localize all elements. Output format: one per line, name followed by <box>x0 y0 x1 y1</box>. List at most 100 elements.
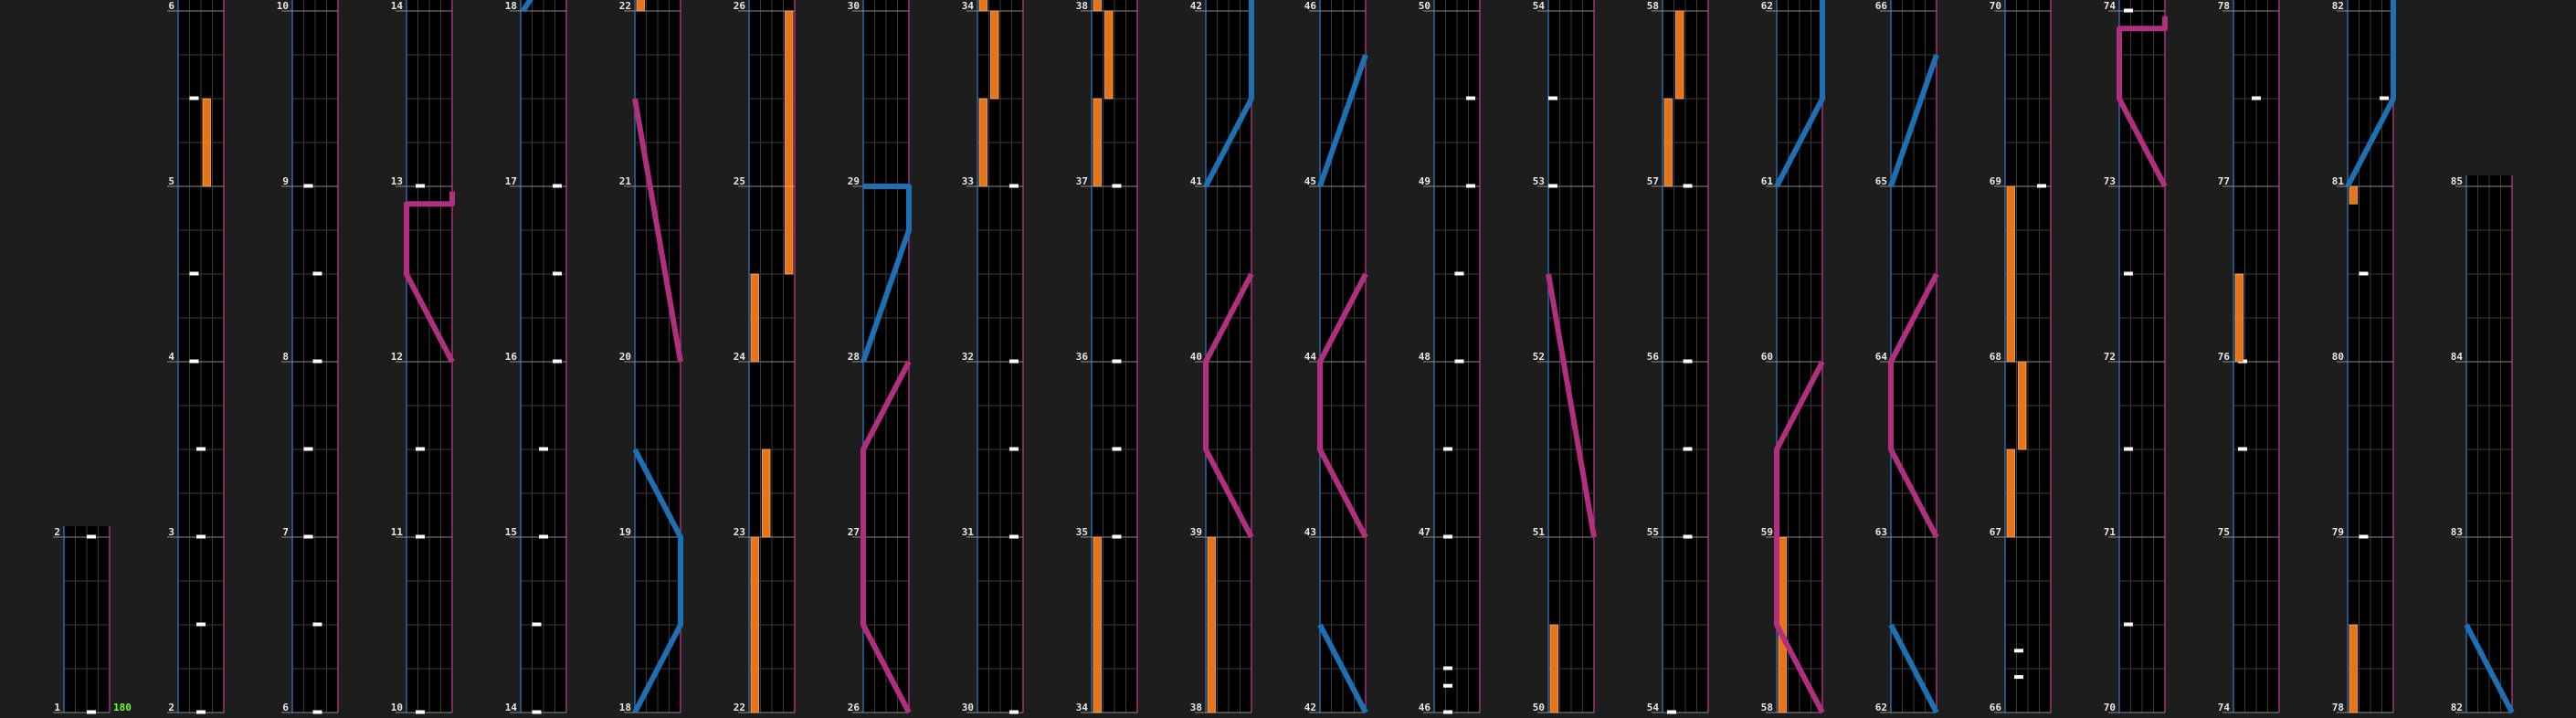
measure-number: 65 <box>1875 175 1887 187</box>
tap-note <box>2124 622 2133 627</box>
measure-number: 82 <box>2332 0 2344 12</box>
tap-note <box>1466 184 1475 188</box>
tap-note <box>2380 96 2389 100</box>
measure-number: 81 <box>2332 175 2345 187</box>
measure-number: 60 <box>1761 351 1773 363</box>
measure-number: 24 <box>734 351 746 363</box>
measure-number: 74 <box>2218 702 2231 713</box>
hold-note <box>1675 10 1684 100</box>
measure-number: 35 <box>1076 526 1088 538</box>
measure-number: 54 <box>1533 0 1546 12</box>
tap-note <box>87 710 96 714</box>
measure-number: 37 <box>1076 175 1088 187</box>
tap-note <box>2359 534 2369 539</box>
tap-note <box>553 184 562 188</box>
measure-number: 10 <box>391 702 403 713</box>
arc-note <box>1317 54 1368 187</box>
hold-note <box>785 185 794 275</box>
hold-note <box>1093 98 1102 187</box>
tap-note <box>539 534 548 539</box>
arc-note <box>2345 0 2396 188</box>
measure-number: 85 <box>2451 175 2463 187</box>
tap-note <box>1683 359 1693 364</box>
measure-number: 2 <box>54 526 60 538</box>
measure-number: 56 <box>1647 351 1660 363</box>
measure-number: 34 <box>1076 702 1089 713</box>
measure-number: 57 <box>1647 175 1659 187</box>
measure-number: 64 <box>1875 351 1888 363</box>
hold-note <box>2006 185 2015 363</box>
measure-number: 18 <box>619 702 631 713</box>
arc-note <box>1888 272 1939 539</box>
tap-note <box>416 710 425 714</box>
tap-note <box>312 710 322 714</box>
measure-number: 54 <box>1647 702 1660 713</box>
tap-note <box>1443 683 1452 688</box>
tap-note <box>2014 649 2023 653</box>
tap-note <box>303 184 313 188</box>
hold-note <box>1549 624 1558 713</box>
measure-number: 52 <box>1533 351 1545 363</box>
hold-note <box>750 273 759 363</box>
tap-note <box>2252 96 2261 100</box>
measure-number: 23 <box>734 526 745 538</box>
measure-number: 34 <box>962 0 975 12</box>
tap-note <box>1112 447 1122 451</box>
tap-note <box>196 710 206 714</box>
measure-number: 67 <box>1990 526 2001 538</box>
tap-note <box>2359 271 2369 276</box>
hold-note <box>990 10 999 100</box>
measure-number: 70 <box>1990 0 2001 12</box>
measure-number: 18 <box>505 0 517 12</box>
measure-number: 46 <box>1419 702 1431 713</box>
measure-number: 15 <box>505 526 517 538</box>
measure-number: 75 <box>2218 526 2230 538</box>
measure-number: 84 <box>2451 351 2464 363</box>
measure-number: 68 <box>1990 351 2001 363</box>
measure-number: 63 <box>1875 526 1887 538</box>
hold-note <box>1093 0 1102 12</box>
tap-note <box>312 359 322 364</box>
hold-note <box>2349 624 2358 713</box>
hold-note <box>750 536 759 713</box>
measure-number: 6 <box>282 702 289 713</box>
measure-number: 11 <box>391 526 404 538</box>
tap-note <box>1443 447 1452 451</box>
measure-number: 14 <box>391 0 404 12</box>
measure-number: 21 <box>619 175 632 187</box>
tap-note <box>416 184 425 188</box>
measure-number: 42 <box>1304 702 1316 713</box>
arc-note <box>632 448 683 714</box>
tap-note <box>1548 96 1557 100</box>
arc-note <box>404 191 455 364</box>
tap-note <box>312 271 322 276</box>
arc-note <box>1317 272 1368 539</box>
tap-note <box>2124 8 2133 13</box>
tap-note <box>553 359 562 364</box>
measure-number: 42 <box>1190 0 1202 12</box>
tap-note <box>2037 184 2046 188</box>
hold-note <box>1663 98 1673 187</box>
measure-number: 58 <box>1761 702 1773 713</box>
measure-number: 58 <box>1647 0 1659 12</box>
tap-note <box>2124 271 2133 276</box>
measure-number: 78 <box>2218 0 2230 12</box>
measure-number: 9 <box>282 175 289 187</box>
measure-number: 22 <box>734 702 745 713</box>
tap-note <box>1683 184 1693 188</box>
measure-number: 80 <box>2332 351 2344 363</box>
tap-note <box>189 359 199 364</box>
hold-note <box>1093 536 1102 713</box>
chart-column: 12 <box>53 526 111 713</box>
